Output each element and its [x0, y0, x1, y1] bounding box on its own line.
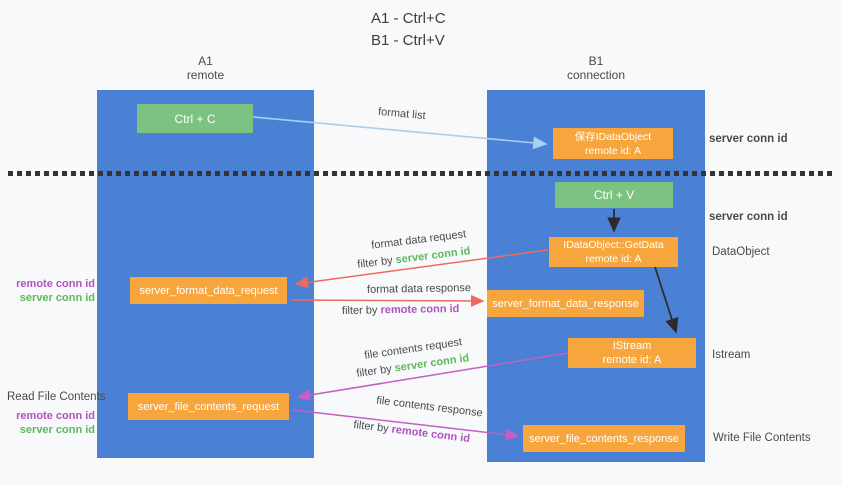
- ctrl-v-node: Ctrl + V: [555, 182, 673, 208]
- istream-line2: remote id: A: [602, 354, 662, 366]
- dataobject-label: DataObject: [712, 246, 770, 258]
- save-idataobject-node: 保存IDataObject remote id: A: [553, 128, 673, 159]
- remote-conn-id-text: remote conn id: [380, 302, 460, 317]
- format-data-response-arrow: [290, 294, 485, 307]
- filter-by-text: filter by: [352, 418, 393, 436]
- server-conn-id-text: server conn id: [394, 245, 472, 267]
- lane-a1-subtitle: remote: [186, 68, 225, 82]
- lane-a1-name: A1: [198, 54, 213, 68]
- server-conn-id-label-left-2: server conn id: [19, 424, 95, 436]
- filter-by-text: filter by: [356, 254, 397, 271]
- filter-by-text: filter by: [355, 362, 396, 380]
- remote-conn-id-label-left-1: remote conn id: [16, 278, 95, 290]
- save-idataobject-line1: 保存IDataObject: [574, 130, 652, 143]
- server-conn-id-label-left-1: server conn id: [19, 292, 95, 304]
- lane-a1-header: A1 remote: [97, 54, 314, 82]
- remote-conn-id-text: remote conn id: [390, 423, 471, 446]
- server-conn-id-label-top-right: server conn id: [709, 133, 788, 145]
- save-idataobject-line2: remote id: A: [584, 144, 642, 157]
- getdata-line2: remote id: A: [585, 253, 642, 265]
- server-format-data-request-node: server_format_data_request: [130, 277, 287, 304]
- lane-b1-subtitle: connection: [566, 68, 626, 82]
- ctrl-v-label: Ctrl + V: [593, 188, 635, 202]
- lane-b1-header: B1 connection: [487, 54, 705, 82]
- format-response-filter-label: filter by remote conn id: [342, 303, 460, 317]
- istream-line1: IStream: [612, 340, 652, 352]
- file-response-filter-label: filter by remote conn id: [353, 419, 471, 445]
- server-conn-id-label-mid-right: server conn id: [709, 211, 788, 223]
- write-file-contents-label: Write File Contents: [713, 432, 811, 444]
- format-data-response-label: format data response: [366, 282, 472, 296]
- server-file-contents-response-node: server_file_contents_response: [523, 425, 685, 452]
- conn-id-pair-format: remote conn id server conn id: [8, 277, 95, 305]
- format-list-label: format list: [377, 105, 427, 123]
- file-request-label: server_file_contents_request: [137, 400, 280, 413]
- remote-conn-id-label-left-2: remote conn id: [16, 410, 95, 422]
- istream-node: IStream remote id: A: [568, 338, 696, 368]
- title-line-1: A1 - Ctrl+C: [371, 10, 446, 27]
- lane-b1-name: B1: [588, 54, 604, 68]
- format-response-label: server_format_data_response: [492, 297, 639, 310]
- read-file-contents-label: Read File Contents: [7, 391, 106, 403]
- filter-by-text: filter by: [341, 304, 381, 318]
- istream-side-label: Istream: [712, 349, 751, 361]
- phase-separator-dotted-line: [8, 171, 835, 176]
- ctrl-c-node: Ctrl + C: [137, 104, 253, 133]
- diagram-title: A1 - Ctrl+C B1 - Ctrl+V: [371, 8, 446, 52]
- format-request-label: server_format_data_request: [139, 284, 278, 297]
- title-line-2: B1 - Ctrl+V: [371, 32, 445, 49]
- idataobject-getdata-node: IDataObject::GetData remote id: A: [549, 237, 678, 267]
- file-contents-response-label: file contents response: [375, 394, 484, 420]
- conn-id-pair-file: remote conn id server conn id: [8, 409, 95, 437]
- server-file-contents-request-node: server_file_contents_request: [128, 393, 289, 420]
- getdata-line1: IDataObject::GetData: [563, 239, 664, 251]
- server-format-data-response-node: server_format_data_response: [487, 290, 644, 317]
- ctrl-c-label: Ctrl + C: [174, 111, 216, 126]
- file-response-label: server_file_contents_response: [529, 432, 679, 445]
